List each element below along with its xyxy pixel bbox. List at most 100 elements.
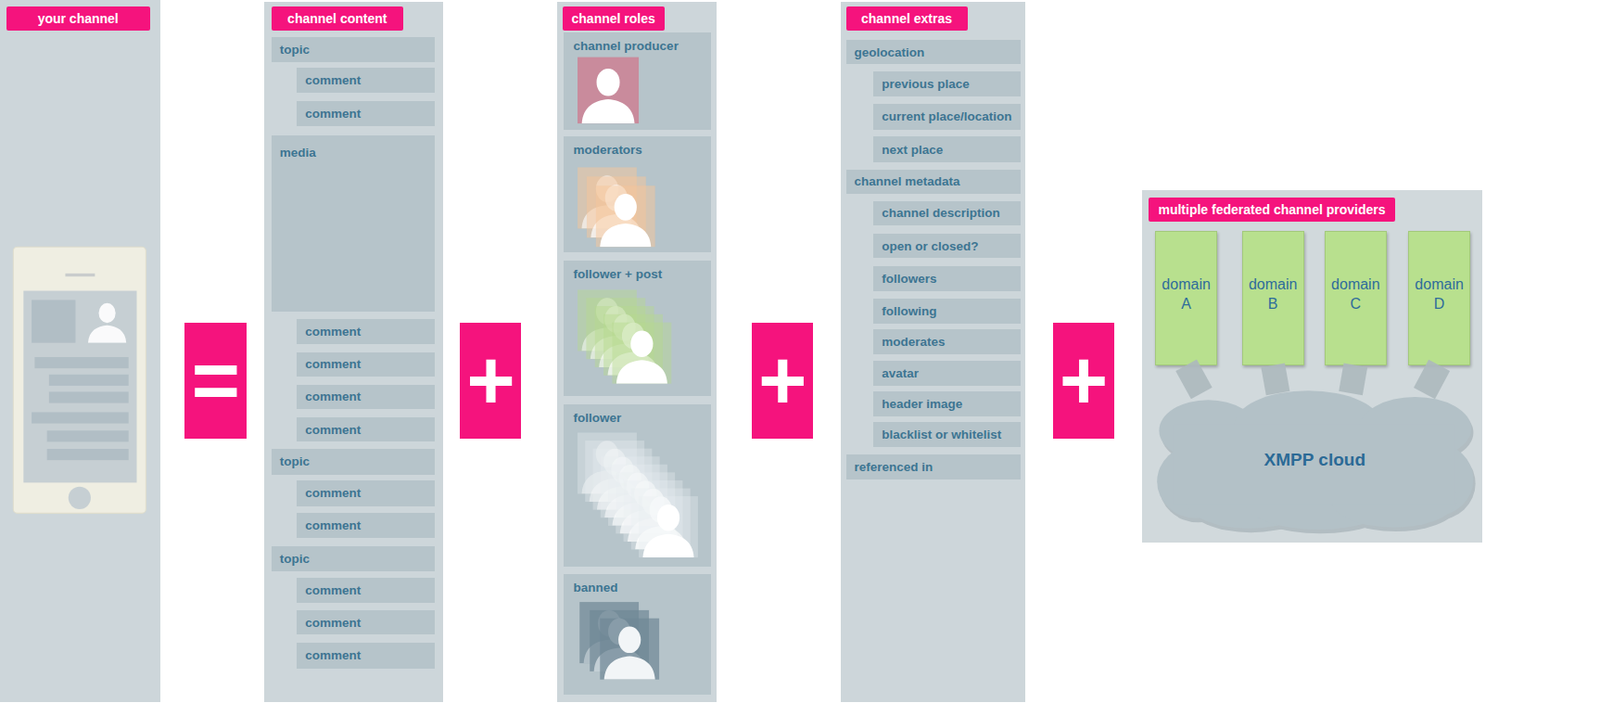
content-row: comment bbox=[296, 577, 435, 604]
media-box: media bbox=[271, 135, 435, 311]
art-shape bbox=[31, 411, 129, 423]
row-label: comment bbox=[304, 105, 361, 122]
art-shape bbox=[47, 430, 129, 442]
role-box: moderators bbox=[563, 136, 712, 252]
role-box: banned bbox=[563, 573, 712, 695]
cloud-body bbox=[1156, 390, 1474, 530]
row-label: followers bbox=[881, 270, 937, 287]
role-label: follower + post bbox=[573, 266, 663, 282]
domain-label: domain D bbox=[1412, 274, 1467, 314]
channel-column: channel extrasgeolocationprevious placec… bbox=[840, 1, 1026, 702]
art-shape bbox=[598, 314, 650, 368]
content-row: comment bbox=[296, 352, 435, 377]
provider-link bbox=[1186, 365, 1203, 394]
row-label: following bbox=[881, 303, 937, 319]
art-shape bbox=[581, 175, 633, 229]
content-row: open or closed? bbox=[873, 233, 1021, 258]
row-label: comment bbox=[304, 388, 361, 405]
row-label: channel description bbox=[881, 204, 1001, 221]
role-label: channel producer bbox=[573, 38, 679, 54]
content-row: avatar bbox=[873, 360, 1021, 385]
content-row: channel description bbox=[873, 201, 1021, 226]
provider-link bbox=[1350, 365, 1356, 394]
art-shape bbox=[589, 448, 641, 502]
art-shape bbox=[615, 471, 675, 534]
art-shape bbox=[64, 273, 95, 277]
art-shape bbox=[620, 480, 672, 534]
row-label: comment bbox=[304, 614, 361, 631]
cloud-core bbox=[1173, 424, 1456, 505]
art-shape bbox=[600, 456, 661, 518]
art-shape bbox=[88, 303, 127, 343]
row-label: comment bbox=[304, 484, 361, 501]
row-label: comment bbox=[304, 323, 361, 340]
domain-box: domain D bbox=[1408, 230, 1471, 366]
art-shape bbox=[594, 618, 646, 672]
row-label: comment bbox=[304, 582, 361, 598]
art-shape bbox=[34, 356, 128, 369]
column-tag: your channel bbox=[6, 6, 151, 31]
provider-link bbox=[1424, 365, 1440, 394]
domain-label: domain B bbox=[1245, 274, 1300, 314]
operator-symbol: + bbox=[758, 338, 808, 422]
content-row: followers bbox=[873, 266, 1021, 291]
art-shape bbox=[623, 480, 684, 542]
content-row: comment bbox=[296, 318, 435, 343]
content-row: channel metadata bbox=[846, 169, 1021, 194]
operator-symbol: + bbox=[466, 338, 516, 422]
media-label: media bbox=[279, 144, 317, 161]
art-shape bbox=[49, 391, 129, 403]
moderator-avatars bbox=[577, 166, 656, 247]
art-shape bbox=[12, 246, 146, 513]
art-shape bbox=[611, 472, 663, 526]
row-label: avatar bbox=[881, 365, 919, 381]
content-row: comment bbox=[296, 101, 435, 127]
content-row: comment bbox=[296, 480, 435, 507]
row-label: channel metadata bbox=[854, 173, 961, 190]
art-shape bbox=[631, 488, 691, 550]
producer-avatar bbox=[577, 57, 639, 125]
art-shape bbox=[584, 440, 645, 502]
row-label: comment bbox=[304, 517, 361, 534]
role-box: channel producer bbox=[563, 32, 712, 130]
role-label: banned bbox=[573, 579, 619, 596]
art-shape bbox=[599, 618, 660, 680]
content-row: blacklist or whitelist bbox=[873, 421, 1021, 446]
row-label: current place/location bbox=[881, 108, 1012, 125]
row-label: comment bbox=[304, 647, 361, 663]
art-shape bbox=[49, 374, 129, 386]
content-row: comment bbox=[296, 512, 435, 537]
content-row: comment bbox=[296, 384, 435, 409]
row-label: previous place bbox=[881, 76, 970, 92]
content-row: next place bbox=[873, 136, 1021, 163]
art-shape bbox=[611, 322, 672, 384]
role-box: follower + post bbox=[563, 260, 712, 396]
content-row: topic bbox=[271, 546, 435, 572]
banned-avatars bbox=[579, 601, 660, 680]
art-shape bbox=[585, 297, 646, 359]
row-label: topic bbox=[279, 453, 310, 470]
art-shape bbox=[596, 456, 648, 509]
content-row: current place/location bbox=[873, 103, 1021, 130]
row-label: next place bbox=[881, 141, 943, 158]
art-shape bbox=[638, 495, 699, 558]
content-row: following bbox=[873, 298, 1021, 323]
row-label: topic bbox=[279, 41, 310, 58]
art-shape bbox=[604, 625, 656, 679]
art-shape bbox=[584, 609, 635, 663]
operator-symbol: = bbox=[191, 338, 242, 422]
row-label: open or closed? bbox=[881, 238, 978, 254]
art-shape bbox=[31, 299, 76, 343]
operator-box: + bbox=[751, 322, 813, 439]
row-label: blacklist or whitelist bbox=[881, 426, 1002, 443]
content-row: comment bbox=[296, 642, 435, 669]
row-label: referenced in bbox=[854, 458, 934, 475]
art-shape bbox=[593, 448, 653, 510]
content-row: topic bbox=[271, 448, 435, 475]
cloud-shape: XMPP cloud bbox=[1155, 387, 1475, 533]
panel-tag: multiple federated channel providers bbox=[1148, 197, 1395, 222]
content-row: comment bbox=[296, 417, 435, 442]
art-shape bbox=[634, 495, 686, 549]
provider-panel: multiple federated channel providers doma… bbox=[1142, 190, 1484, 544]
operator-box: + bbox=[459, 322, 521, 439]
